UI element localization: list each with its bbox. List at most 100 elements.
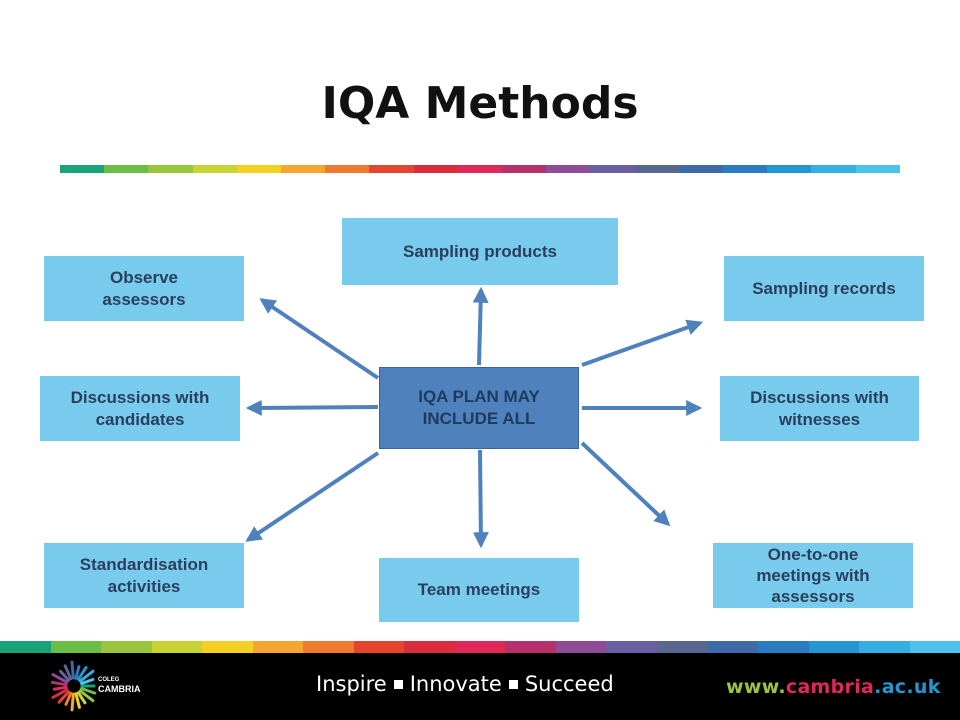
node-label: Team meetings [417, 580, 541, 599]
arrow-to-one-to-one-meetings [580, 441, 671, 527]
logo-ray [76, 666, 88, 681]
stripe-segment [353, 641, 405, 653]
center-label-line2: INCLUDE ALL [422, 409, 536, 428]
stripe-segment [855, 165, 900, 173]
logo-ray [80, 678, 95, 685]
stripe-segment [303, 641, 354, 653]
logo-line1: COLEG [98, 677, 120, 683]
node-one-to-one-meetings: One-to-one meetings with assessors [713, 543, 913, 608]
node-label-line2: candidates [95, 409, 185, 429]
node-label-line1: One-to-one [767, 545, 859, 564]
stripe-segment [457, 165, 503, 173]
node-standardisation-activities: Standardisation activities [44, 543, 244, 608]
node-label: Sampling records [752, 278, 896, 298]
top-color-stripe [60, 165, 900, 173]
stripe-segment [555, 641, 607, 653]
square-bullet-icon [508, 679, 518, 689]
node-label-line1: Discussions with [750, 387, 889, 407]
stripe-segment [767, 165, 812, 173]
stripe-segment [281, 165, 326, 173]
url-prefix: www. [726, 676, 786, 698]
stripe-segment [325, 165, 370, 173]
arrow-to-standardisation-activities [245, 451, 380, 542]
node-team-meetings: Team meetings [379, 558, 579, 622]
stripe-segment [811, 165, 856, 173]
url-domain: cambria [785, 676, 875, 698]
footer-bar [0, 653, 960, 720]
stripe-segment [413, 165, 458, 173]
stripe-segment [808, 641, 860, 653]
node-label-line3: assessors [771, 587, 855, 606]
logo-ray [78, 689, 95, 703]
logo-ray [80, 687, 97, 695]
node-sampling-records: Sampling records [724, 256, 924, 321]
stripe-segment [404, 641, 455, 653]
stripe-segment [606, 641, 657, 653]
stripe-segment [757, 641, 809, 653]
stripe-segment [656, 641, 708, 653]
logo-ray [50, 680, 68, 687]
stripe-segment [454, 641, 506, 653]
logo-ray [58, 669, 71, 682]
logo-ray [74, 692, 81, 709]
stripe-segment [859, 641, 910, 653]
stripe-segment [236, 165, 282, 173]
tagline-word-innovate: Innovate [409, 672, 502, 696]
node-sampling-products: Sampling products [342, 218, 618, 285]
stripe-segment [101, 641, 152, 653]
stripe-segment [192, 165, 237, 173]
stripe-segment [502, 165, 547, 173]
arrow-to-sampling-products [472, 286, 489, 366]
node-label-line1: Discussions with [70, 387, 210, 407]
stripe-segment [202, 641, 253, 653]
logo-ray [52, 685, 68, 691]
stripe-segment [151, 641, 203, 653]
arrow-to-observe-assessors [259, 298, 380, 380]
logo-wordmark: COLEG CAMBRIA [98, 676, 141, 694]
stripe-segment [590, 165, 635, 173]
stripe-segment [546, 165, 591, 173]
center-label-line1: IQA PLAN MAY [418, 387, 540, 406]
stripe-segment [707, 641, 758, 653]
stripe-segment [369, 165, 414, 173]
stripe-segment [909, 641, 960, 653]
node-label-line1: Observe [109, 267, 179, 287]
node-label-line2: meetings with [756, 566, 870, 585]
logo-ray [51, 673, 69, 684]
arrow-to-discussions-candidates [245, 399, 379, 416]
logo-ray [74, 665, 81, 680]
logo-ray [70, 660, 75, 680]
slide-title: IQA Methods [321, 78, 639, 129]
logo-ray [78, 669, 95, 683]
footer-website-link[interactable]: www.cambria.ac.uk [726, 676, 941, 698]
logo-ray [70, 692, 75, 712]
stripe-segment [723, 165, 768, 173]
bottom-color-stripe [0, 641, 960, 653]
logo-line2: CAMBRIA [98, 684, 141, 694]
square-bullet-icon [393, 679, 403, 689]
node-observe-assessors: Observe assessors [44, 256, 244, 321]
logo-ray [51, 688, 69, 699]
tagline-word-succeed: Succeed [524, 672, 614, 696]
url-suffix: .ac.uk [874, 676, 941, 698]
node-label-line1: Standardisation [79, 554, 209, 574]
stripe-segment [148, 165, 193, 173]
stripe-segment [678, 165, 724, 173]
logo-ray [63, 664, 73, 681]
node-label-line2: witnesses [778, 409, 861, 429]
node-label-line2: activities [107, 576, 181, 596]
arrow-to-team-meetings [472, 449, 489, 549]
stripe-segment [0, 641, 51, 653]
node-discussions-witnesses: Discussions with witnesses [720, 376, 919, 441]
node-label-line2: assessors [102, 289, 186, 309]
stripe-segment [505, 641, 556, 653]
logo-ray [64, 691, 73, 706]
logo-ray [76, 691, 87, 705]
node-label: Sampling products [403, 241, 557, 261]
stripe-segment [104, 165, 149, 173]
stripe-segment [50, 641, 102, 653]
logo-ray [57, 690, 71, 704]
arrow-to-sampling-records [581, 319, 704, 367]
